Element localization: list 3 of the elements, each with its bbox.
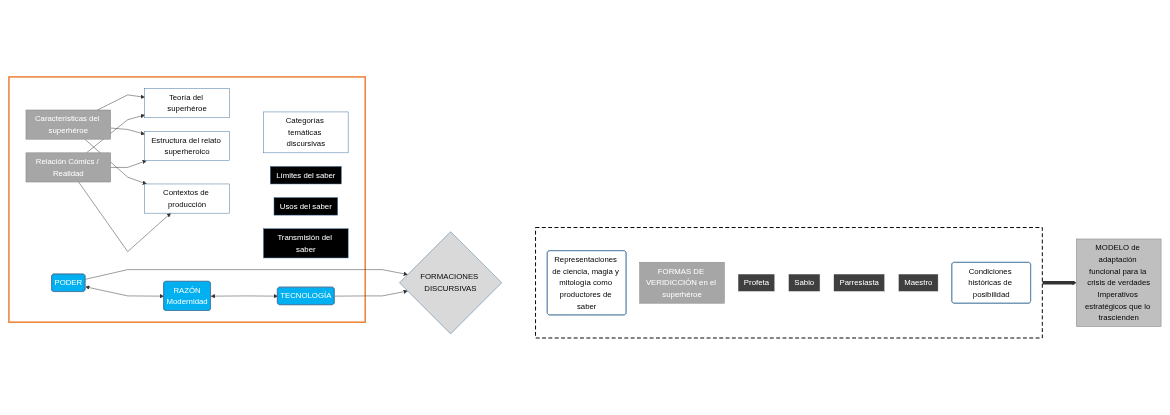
cluster <box>535 227 1043 339</box>
cluster <box>8 76 366 323</box>
arrow <box>1042 280 1077 285</box>
